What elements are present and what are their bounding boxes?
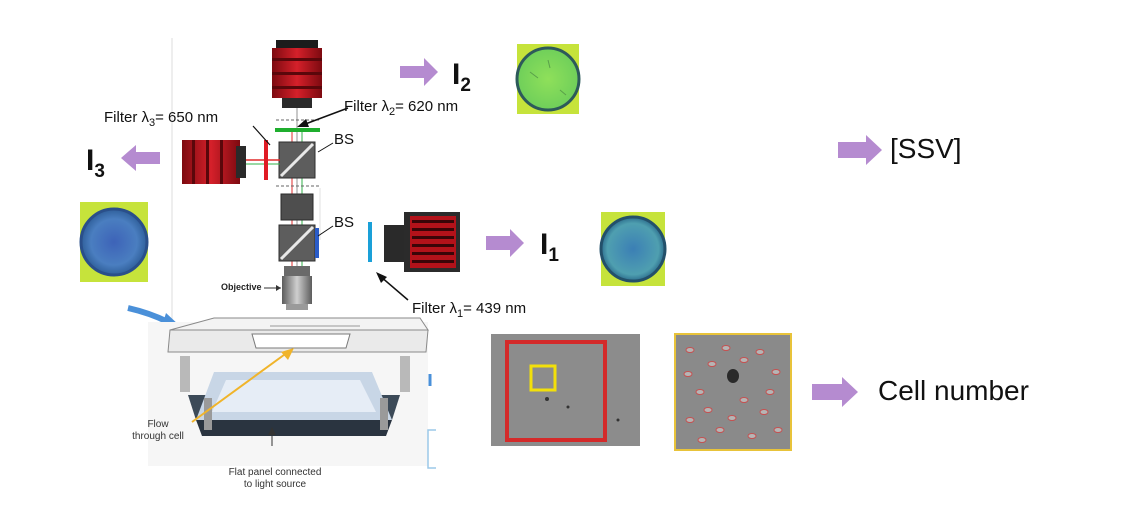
ssv-result-label: [SSV] (890, 133, 962, 164)
microscopy-roi-image (491, 334, 640, 446)
filter-lambda1-blue (368, 222, 372, 262)
bs-lower-label: BS (334, 214, 355, 231)
plot-i2 (509, 38, 585, 122)
cell-number-label: Cell number (878, 375, 1029, 406)
bs-upper-label: BS (334, 131, 355, 148)
output-i1-label: I1 (540, 228, 559, 266)
beam-splitter-lower (278, 224, 319, 262)
output-i3-label: I3 (86, 144, 105, 182)
filter-lambda2-label: Filter λ2= 620 nm (344, 98, 459, 118)
filter-lambda2-green (275, 128, 320, 132)
plot-i3 (72, 196, 154, 292)
beam-splitter-upper (278, 141, 316, 179)
objective-label: Objective (221, 282, 262, 292)
arrows-purple (121, 58, 882, 407)
flow-cell-label: Flow through cell (132, 419, 184, 442)
flow-cell-stage (148, 317, 429, 466)
filter-lambda3-label: Filter λ3= 650 nm (104, 109, 219, 129)
plot-i1 (593, 206, 671, 296)
left-camera (182, 140, 246, 184)
microscopy-cells-image (674, 333, 792, 451)
filter-lambda3-red (264, 140, 268, 180)
right-camera (384, 212, 460, 272)
filter-lambda1-label: Filter λ1= 439 nm (412, 300, 527, 320)
output-i2-label: I2 (452, 58, 471, 96)
top-camera (272, 40, 322, 108)
objective-lens (282, 266, 312, 310)
flat-panel-label: Flat panel connected to light source (228, 467, 322, 490)
